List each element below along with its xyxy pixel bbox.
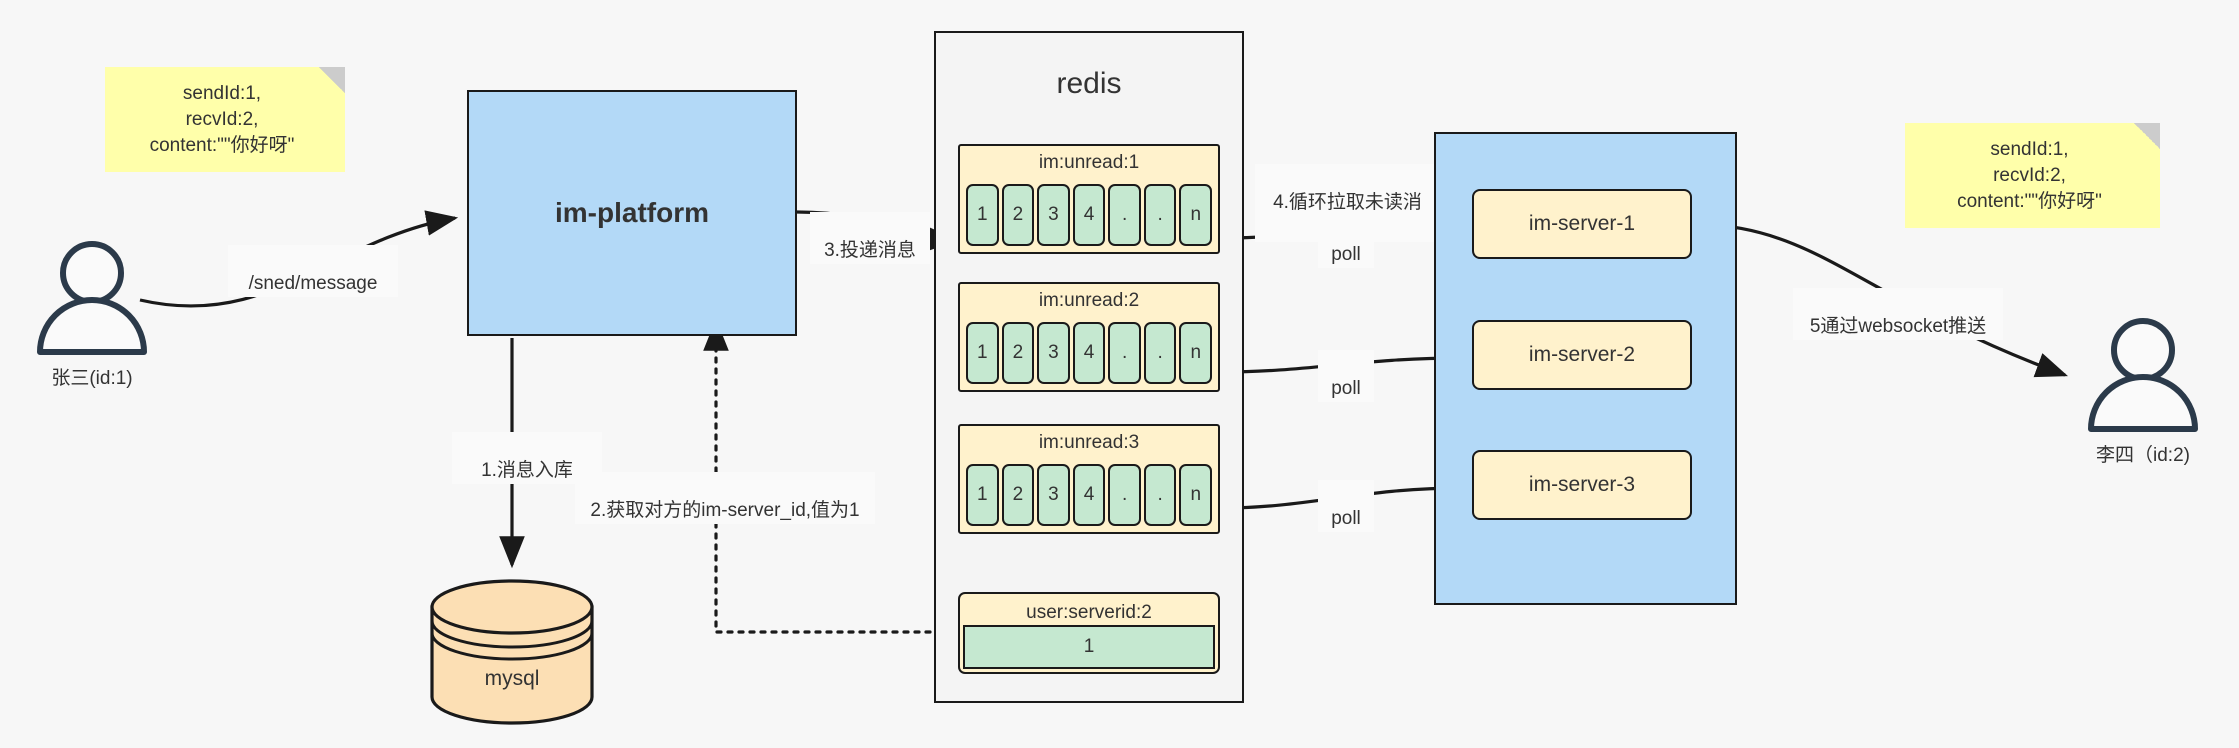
redis-cell[interactable]: 1 [966,184,999,246]
redis-cell[interactable]: 2 [1001,464,1035,526]
redis-cell[interactable]: 1 [966,322,999,384]
message-note-right-text: sendId:1, recvId:2, content:""你好呀" [1957,138,2102,212]
redis-key-label-3: im:unread:3 [1038,432,1140,453]
mysql-cylinder-shape [430,579,594,725]
redis-cell[interactable]: 2 [1001,184,1035,246]
edge-label-step5: 5通过websocket推送 [1793,288,2003,340]
note-fold-corner [2134,123,2160,149]
edge-label-step1: 1.消息入库 [452,432,602,484]
redis-key-cells-1: 1 2 3 4 . . n [966,184,1213,246]
redis-cell[interactable]: . [1108,184,1141,246]
edge-label-poll-2: poll [1318,350,1374,402]
redis-title: redis [1056,67,1122,100]
redis-cell[interactable]: 3 [1037,184,1070,246]
redis-serverid-value[interactable]: 1 [963,625,1215,669]
edge-label-step3: 3.投递消息 [810,212,930,264]
redis-key-cells-3: 1 2 3 4 . . n [966,464,1213,526]
redis-key-group-1[interactable]: im:unread:1 1 2 3 4 . . n [958,144,1220,254]
im-server-3-node[interactable]: im-server-3 [1472,450,1692,520]
redis-key-cells-2: 1 2 3 4 . . n [966,322,1213,384]
redis-key-group-2[interactable]: im:unread:2 1 2 3 4 . . n [958,282,1220,392]
im-server-2-node[interactable]: im-server-2 [1472,320,1692,390]
redis-cell[interactable]: n [1179,184,1213,246]
redis-cell[interactable]: . [1143,184,1177,246]
redis-serverid-group[interactable]: user:serverid:2 1 [958,592,1220,674]
im-server-1-node[interactable]: im-server-1 [1472,189,1692,259]
redis-cell[interactable]: 4 [1072,184,1106,246]
redis-cell[interactable]: 4 [1072,464,1106,526]
im-platform-node[interactable]: im-platform [467,90,797,336]
redis-cell[interactable]: n [1179,322,1213,384]
redis-cell[interactable]: . [1108,322,1141,384]
redis-cell[interactable]: n [1179,464,1213,526]
edge-label-step2: 2.获取对方的im-server_id,值为1 [575,472,875,524]
redis-key-group-3[interactable]: im:unread:3 1 2 3 4 . . n [958,424,1220,534]
redis-serverid-label: user:serverid:2 [1026,602,1152,623]
redis-cell[interactable]: 3 [1037,464,1070,526]
receiver-actor-icon [2088,318,2198,432]
im-platform-label: im-platform [555,197,709,228]
redis-cell[interactable]: 4 [1072,322,1106,384]
edge-label-poll-3: poll [1318,480,1374,532]
redis-cell[interactable]: . [1143,322,1177,384]
redis-key-label-1: im:unread:1 [1038,152,1140,173]
message-note-left: sendId:1, recvId:2, content:""你好呀" [105,67,345,172]
receiver-actor-label: 李四（id:2) [2096,445,2190,466]
redis-key-label-2: im:unread:2 [1038,290,1140,311]
redis-cell[interactable]: 2 [1001,322,1035,384]
mysql-node-label: mysql [484,667,540,691]
redis-cell[interactable]: . [1108,464,1141,526]
redis-cell[interactable]: 1 [966,464,999,526]
message-note-left-text: sendId:1, recvId:2, content:""你好呀" [149,82,295,156]
message-note-right: sendId:1, recvId:2, content:""你好呀" [1905,123,2160,228]
edge-label-send-message: /sned/message [228,245,398,297]
sender-actor-icon [37,241,147,355]
sender-actor-label: 张三(id:1) [51,368,133,389]
note-fold-corner [319,67,345,93]
edge-label-poll-1: poll [1318,216,1374,268]
redis-cell[interactable]: . [1143,464,1177,526]
redis-cell[interactable]: 3 [1037,322,1070,384]
